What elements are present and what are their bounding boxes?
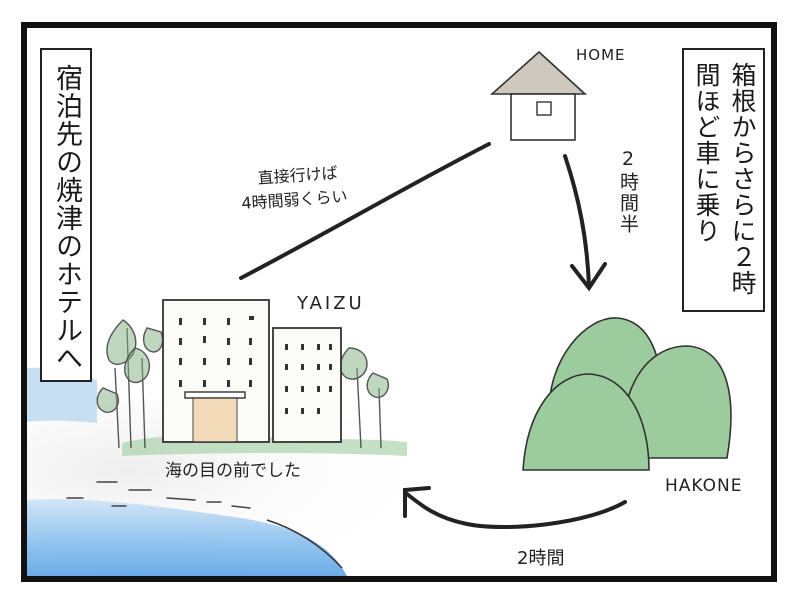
- arrow-down: [563, 154, 607, 292]
- narration-box-right: 箱根からさらに２時間ほど車に乗り: [682, 48, 765, 312]
- direct-route-line: [239, 142, 491, 280]
- sea: [27, 499, 347, 576]
- narration-left-text: 宿泊先の焼津のホテルへ: [51, 64, 82, 372]
- label-yaizu: YAIZU: [297, 293, 365, 314]
- label-direct-route: 直接行けば 4時間弱くらい: [239, 161, 348, 216]
- trees-left: [96, 319, 164, 449]
- illustration: [27, 50, 732, 576]
- label-hakone: HAKONE: [665, 476, 743, 496]
- house-icon: [489, 50, 588, 141]
- label-hakone-to-yaizu: 2時間: [517, 548, 565, 569]
- comic-panel: 宿泊先の焼津のホテルへ 箱根からさらに２時間ほど車に乗り HOME YAIZU …: [21, 22, 777, 582]
- mountains: [522, 317, 732, 471]
- label-home: HOME: [576, 46, 626, 64]
- shore-dashes: [66, 481, 251, 509]
- hotel-building: [162, 299, 270, 443]
- shoreline: [266, 519, 343, 569]
- label-sea-caption: 海の目の前でした: [165, 461, 301, 481]
- hotel-annex: [272, 327, 342, 443]
- arrow-curved-left: [403, 486, 627, 530]
- narration-right-text: 箱根からさらに２時間ほど車に乗り: [692, 62, 757, 296]
- label-home-to-hakone: 2時間半: [617, 148, 639, 235]
- narration-box-left: 宿泊先の焼津のホテルへ: [40, 48, 92, 382]
- trees-right: [339, 347, 389, 449]
